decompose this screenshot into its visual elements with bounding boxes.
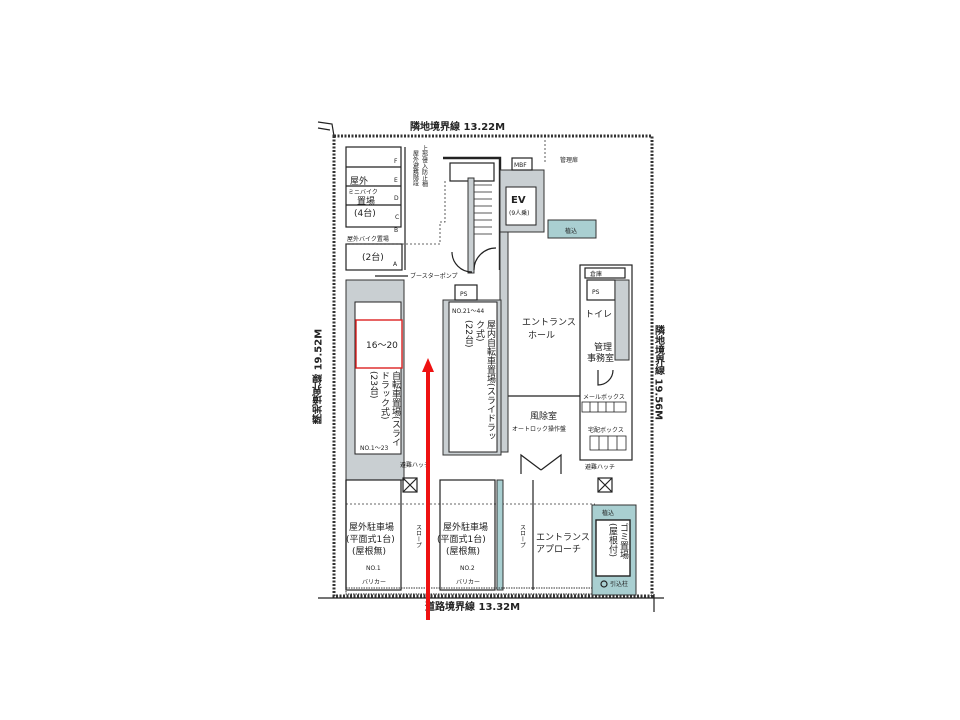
mgmt-office-label-1: 管理 (594, 341, 612, 353)
slot-d: D (394, 195, 399, 202)
barrier-1: バリカー (362, 579, 386, 586)
parking2-label-1: 屋外駐車場 (443, 521, 488, 533)
boundary-left-label: 隣地境界線 19.52M (313, 329, 325, 425)
hatch-label-right: 避難ハッチ (585, 463, 615, 471)
parking-space-1: 屋外駐車場 (平面式1台) (屋根無) NO.1 バリカー (345, 479, 402, 591)
parking2-no: NO.2 (460, 565, 475, 572)
parking1-label-1: 屋外駐車場 (349, 521, 394, 533)
ps-right-label: PS (592, 289, 600, 296)
slope-right: スロープ (519, 524, 526, 548)
highlight-label: 16〜20 (366, 341, 398, 351)
hatch-left-x (402, 477, 418, 493)
hatch-label-left: 避難ハッチ (400, 461, 430, 469)
ps-center-label: PS (460, 291, 468, 298)
boundary-right-label: 隣地境界線 19.56M (653, 324, 665, 420)
garbage-area (595, 519, 631, 577)
outdoor-minibike-parking: 屋外 ミニバイク 置場 (4台) F E D C B A (345, 146, 406, 270)
area-divider (346, 180, 446, 245)
storage-label: 倉庫 (590, 270, 602, 278)
planting-top (547, 219, 597, 239)
minibike-label-2: ミニバイク (348, 189, 378, 196)
planting-right-label: 植込 (602, 509, 614, 517)
elevator: MBF EV (9人乗) (499, 157, 545, 233)
entrance-doors (520, 453, 562, 474)
mailbox-label: メールボックス (583, 393, 625, 401)
route-arrow-head (422, 358, 434, 372)
parking-space-2: 屋外駐車場 (平面式1台) (屋根無) NO.2 バリカー (437, 479, 496, 591)
bike-left-text: 自転車置場(スライドラック式) (23台) (360, 371, 400, 447)
entrance-approach-label-2: アプローチ (536, 544, 581, 555)
minibike-label-3: 置場 (357, 195, 375, 207)
stairs-note: 上部侵入防止柵 (421, 144, 428, 187)
hatch-right-x (597, 477, 613, 493)
mailbox (581, 401, 627, 413)
parking1-label-3: (屋根無) (352, 545, 386, 557)
windbreak-label: 風除室 (530, 410, 557, 422)
mgmt-door-label: 管理扉 (560, 156, 578, 164)
boundary-marker (317, 121, 335, 137)
slot-f: F (394, 158, 398, 165)
property-boundary (332, 134, 654, 598)
bike-center-count: (22台) (463, 320, 473, 348)
hydrant-icon (600, 580, 608, 588)
bike-center-nos: NO.21〜44 (452, 308, 484, 315)
bike-left-label: 自転車置場(スライドラック式) (379, 371, 400, 447)
mbf-label: MBF (514, 162, 527, 169)
garbage-text: ゴミ置場 (屋根付) (598, 523, 628, 573)
outdoor-bike-label: 屋外バイク置場 (347, 235, 389, 243)
hydrant-label: 引込柱 (610, 580, 628, 588)
ev-label: EV (511, 195, 526, 206)
planting-strip (496, 479, 504, 591)
slot-e: E (394, 177, 398, 184)
slot-c: C (395, 214, 399, 221)
minibike-label-4: (4台) (354, 207, 376, 219)
bike-left-count: (23台) (368, 371, 378, 399)
entrance-approach-label-1: エントランス (536, 532, 590, 543)
parking2-label-3: (屋根無) (446, 545, 480, 557)
slope-left: スロープ (415, 524, 422, 548)
parking1-no: NO.1 (366, 565, 381, 572)
highlight-box (355, 319, 403, 369)
bike-center-text: 屋内自転車置場(スライドラック式) (22台) (453, 320, 495, 446)
boundary-bottom-label: 道路境界線 13.32M (425, 600, 520, 613)
outdoor-stairs: 屋外避難階段 上部侵入防止柵 (412, 144, 502, 274)
slot-b: B (394, 227, 398, 234)
planting-top-label: 植込 (565, 227, 577, 235)
delivery-box (589, 435, 627, 451)
autolock-label: オートロック操作盤 (512, 425, 566, 433)
barrier-2: バリカー (456, 579, 480, 586)
hatch-right (597, 477, 613, 493)
outdoor-bike-count: (2台) (362, 251, 384, 263)
entrance-hall-label-2: ホール (528, 330, 555, 341)
bike-left-nos: NO.1〜23 (360, 445, 389, 452)
parking1-label-2: (平面式1台) (346, 533, 395, 545)
outdoor-stairs-label: 屋外避難階段 (412, 150, 419, 187)
toilet-label: トイレ (585, 310, 612, 320)
hatch-left (402, 477, 418, 493)
parking2-label-2: (平面式1台) (437, 533, 486, 545)
garbage-label: ゴミ置場 (618, 523, 628, 559)
ev-capacity: (9人乗) (509, 210, 530, 217)
delivery-box-label: 宅配ボックス (588, 426, 624, 434)
bike-parking-center: PS NO.21〜44 (442, 284, 502, 456)
slot-a: A (393, 261, 398, 268)
garbage-roof-label: (屋根付) (607, 523, 617, 558)
mgmt-office-label-2: 事務室 (587, 352, 614, 364)
management-area: 倉庫 PS トイレ 管理 事務室 (579, 264, 633, 461)
minibike-label-1: 屋外 (350, 175, 368, 187)
booster-pump-label: ブースターポンプ (410, 272, 458, 280)
entrance-hall-label-1: エントランス (522, 317, 576, 328)
bike-center-label: 屋内自転車置場(スライドラック式) (474, 320, 495, 441)
boundary-top-label: 隣地境界線 13.22M (410, 120, 505, 133)
